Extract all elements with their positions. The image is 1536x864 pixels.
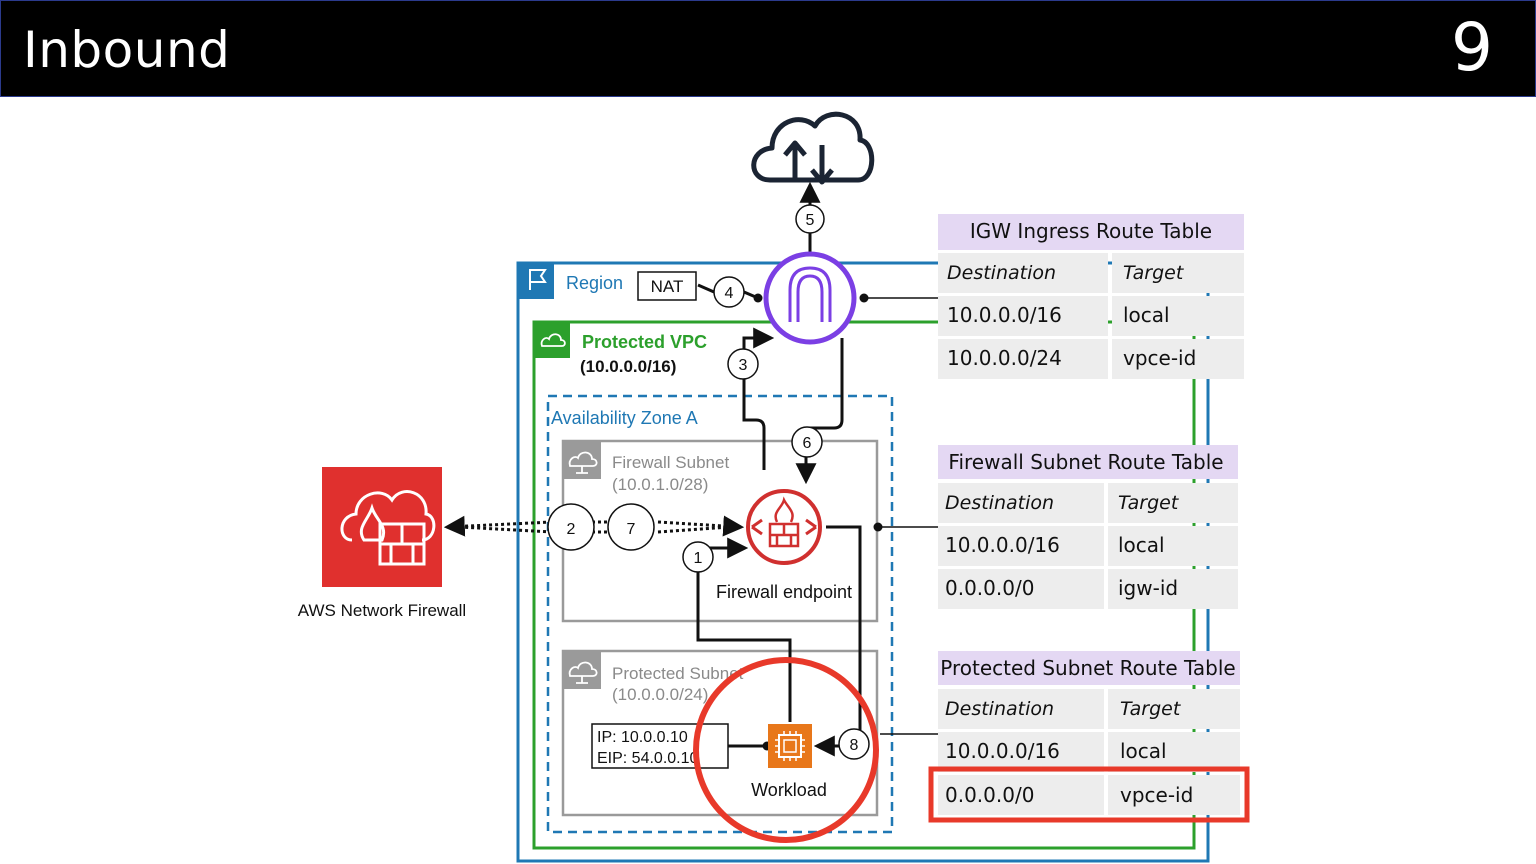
highlight-circle — [693, 657, 879, 843]
protected-subnet-route-table: Protected Subnet Route Table Destination… — [928, 651, 1250, 823]
region-label: Region — [566, 273, 623, 293]
step-5-marker — [795, 204, 825, 234]
workload-label: Workload — [751, 780, 827, 800]
route-destination: 10.0.0.0/16 — [945, 739, 1060, 763]
column-destination: Destination — [945, 492, 1054, 514]
route-target: igw-id — [1118, 576, 1178, 600]
route-destination: 10.0.0.0/16 — [947, 303, 1062, 327]
firewall-subnet-route-table: Firewall Subnet Route Table Destination … — [938, 445, 1238, 609]
igw-route-table: IGW Ingress Route Table Destination Targ… — [938, 214, 1244, 379]
column-target: Target — [1123, 262, 1185, 284]
firewall-endpoint-label: Firewall endpoint — [716, 582, 852, 602]
firewall-subnet-cidr: (10.0.1.0/28) — [612, 475, 708, 494]
workload-ip: IP: 10.0.0.10 — [597, 729, 688, 746]
step-5-label: 5 — [806, 212, 815, 229]
step-8-marker — [838, 728, 870, 760]
column-target: Target — [1120, 698, 1182, 720]
title-bar: Inbound 9 — [0, 0, 1536, 97]
step-2-marker — [547, 503, 595, 551]
vpc-label: Protected VPC — [582, 332, 707, 352]
step-4-marker — [713, 276, 745, 308]
ec2-instance-icon — [768, 724, 812, 768]
step-6-label: 6 — [803, 435, 812, 452]
step-markers: 5 4 3 6 2 7 1 8 — [547, 204, 870, 760]
column-destination: Destination — [945, 698, 1054, 720]
step-3-label: 3 — [739, 357, 748, 374]
internet-cloud-icon — [751, 111, 875, 185]
step-1-label: 1 — [694, 550, 703, 567]
step-1-marker — [682, 541, 714, 573]
route-destination: 10.0.0.0/24 — [947, 346, 1062, 370]
protected-subnet-cidr: (10.0.0.0/24) — [612, 685, 708, 704]
slide-title: Inbound — [23, 21, 231, 79]
step-8-label: 8 — [850, 737, 859, 754]
route-destination: 0.0.0.0/0 — [945, 576, 1034, 600]
step-4-label: 4 — [725, 285, 734, 302]
vpc-cidr: (10.0.0.0/16) — [580, 357, 676, 376]
nat-box — [637, 271, 697, 301]
route-table-title: Protected Subnet Route Table — [940, 656, 1235, 680]
firewall-endpoint-icon — [746, 489, 822, 565]
route-destination: 10.0.0.0/16 — [945, 533, 1060, 557]
aws-network-firewall-label: AWS Network Firewall — [298, 601, 466, 620]
route-target: local — [1118, 533, 1165, 557]
route-target: local — [1123, 303, 1170, 327]
az-label: Availability Zone A — [551, 408, 698, 428]
nat-label: NAT — [651, 277, 684, 296]
route-table-title: IGW Ingress Route Table — [970, 219, 1212, 243]
slide-number: 9 — [1451, 9, 1493, 86]
step-7-marker — [607, 503, 655, 551]
route-table-title: Firewall Subnet Route Table — [948, 450, 1223, 474]
igw-icon — [763, 251, 857, 345]
column-destination: Destination — [947, 262, 1056, 284]
column-target: Target — [1118, 492, 1180, 514]
route-target: vpce-id — [1120, 783, 1193, 807]
route-destination: 0.0.0.0/0 — [945, 783, 1034, 807]
availability-zone-boundary — [546, 394, 894, 834]
step-3-marker — [727, 348, 759, 380]
firewall-subnet-name: Firewall Subnet — [612, 453, 729, 472]
protected-subnet-name: Protected Subnet — [612, 664, 744, 683]
aws-network-firewall-icon — [322, 467, 442, 587]
workload-eip: EIP: 54.0.0.10 — [597, 750, 699, 767]
workload-ip-box — [591, 723, 729, 769]
step-2-label: 2 — [567, 521, 576, 538]
step-6-marker — [791, 426, 823, 458]
route-target: local — [1120, 739, 1167, 763]
highlight-route-box — [928, 766, 1250, 823]
route-target: vpce-id — [1123, 346, 1196, 370]
step-7-label: 7 — [627, 521, 636, 538]
vpc-cloud-icon — [534, 322, 570, 358]
